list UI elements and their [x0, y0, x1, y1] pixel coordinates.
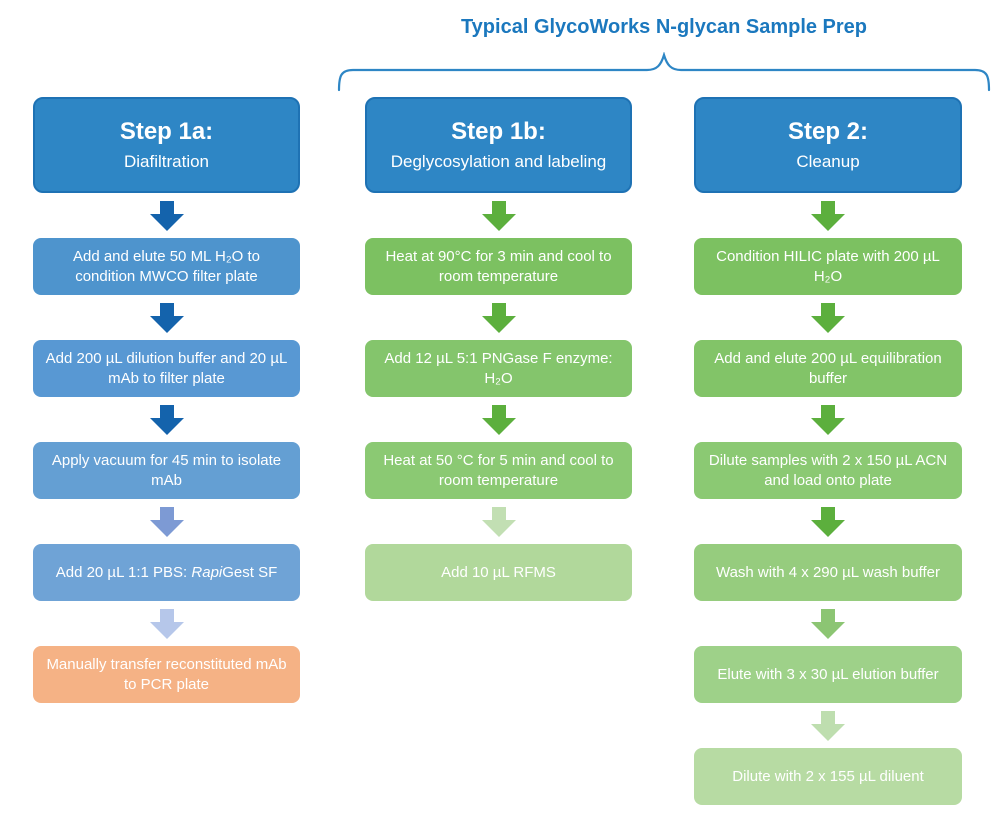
step-box-step-1b-2: Add 12 µL 5:1 PNGase F enzyme: H₂O — [365, 340, 632, 397]
step-header-title: Step 1b: — [451, 117, 546, 145]
step-box-step-2-5: Elute with 3 x 30 µL elution buffer — [694, 646, 962, 703]
arrow-slot — [694, 397, 962, 442]
arrow-slot — [365, 295, 632, 340]
arrow-slot — [365, 193, 632, 238]
down-arrow-icon — [481, 302, 516, 333]
arrow-slot — [365, 397, 632, 442]
step-box-step-1a-5: Manually transfer reconstituted mAb to P… — [33, 646, 300, 703]
arrow-slot — [694, 295, 962, 340]
step-box-step-2-6: Dilute with 2 x 155 µL diluent — [694, 748, 962, 805]
down-arrow-icon — [811, 608, 845, 639]
arrow-slot — [694, 499, 962, 544]
arrow-slot — [33, 499, 300, 544]
step-box-text: Heat at 90°C for 3 min and cool to room … — [385, 248, 612, 285]
down-arrow-icon — [481, 200, 516, 231]
step-header-title: Step 1a: — [119, 117, 214, 145]
step-box-step-2-3: Dilute samples with 2 x 150 µL ACN and l… — [694, 442, 962, 499]
step-header-subtitle: Cleanup — [796, 151, 860, 171]
step-box-step-1a-1: Add and elute 50 ML H₂O to condition MWC… — [33, 238, 300, 295]
down-arrow-icon — [149, 506, 184, 537]
step-header-subtitle: Diafiltration — [123, 151, 210, 171]
step-header-step-1a: Step 1a: Diafiltration — [33, 97, 300, 193]
step-box-step-1b-3: Heat at 50 °C for 5 min and cool to room… — [365, 442, 632, 499]
down-arrow-icon — [811, 302, 845, 333]
step-header-title: Step 2: — [787, 117, 868, 145]
step-box-text: Heat at 50 °C for 5 min and cool to room… — [383, 452, 614, 489]
step-box-step-2-1: Condition HILIC plate with 200 µL H₂O — [694, 238, 962, 295]
step-box-text: Add 200 µL dilution buffer and 20 µL mAb… — [45, 350, 288, 387]
arrow-slot — [694, 703, 962, 748]
step-text-segment-italic: Rapi — [191, 563, 223, 581]
step-box-text: Add 20 µL 1:1 PBS: RapiGest SF — [56, 563, 278, 583]
down-arrow-icon — [149, 200, 184, 231]
step-box-step-1a-3: Apply vacuum for 45 min to isolate mAb — [33, 442, 300, 499]
down-arrow-icon — [481, 506, 516, 537]
brace-container — [337, 51, 991, 92]
curly-brace-icon — [337, 51, 991, 92]
arrow-slot — [33, 193, 300, 238]
step-box-text: Apply vacuum for 45 min to isolate mAb — [51, 452, 282, 489]
arrow-slot — [694, 193, 962, 238]
step-box-text: Add and elute 50 ML H₂O to condition MWC… — [72, 248, 261, 285]
down-arrow-icon — [149, 302, 184, 333]
step-header-step-1b: Step 1b: Deglycosylation and labeling — [365, 97, 632, 193]
step-header-subtitle: Deglycosylation and labeling — [390, 151, 607, 171]
step-box-text: Condition HILIC plate with 200 µL H₂O — [716, 248, 940, 285]
step-box-step-1b-1: Heat at 90°C for 3 min and cool to room … — [365, 238, 632, 295]
down-arrow-icon — [149, 608, 184, 639]
arrow-slot — [33, 295, 300, 340]
down-arrow-icon — [811, 710, 845, 741]
step-box-text: Dilute samples with 2 x 150 µL ACN and l… — [708, 452, 948, 489]
step-box-text: Dilute with 2 x 155 µL diluent — [732, 767, 924, 785]
down-arrow-icon — [811, 200, 845, 231]
arrow-slot — [33, 601, 300, 646]
down-arrow-icon — [149, 404, 184, 435]
diagram-title: Typical GlycoWorks N-glycan Sample Prep — [460, 16, 868, 38]
step-box-text: Add 12 µL 5:1 PNGase F enzyme: H₂O — [384, 350, 613, 387]
step-box-text: Manually transfer reconstituted mAb to P… — [46, 656, 287, 693]
step-box-step-1a-4: Add 20 µL 1:1 PBS: RapiGest SF — [33, 544, 300, 601]
step-box-text: Add 10 µL RFMS — [441, 563, 556, 581]
arrow-slot — [33, 397, 300, 442]
arrow-slot — [694, 601, 962, 646]
step-text-segment: Gest SF — [222, 563, 278, 581]
step-box-text: Wash with 4 x 290 µL wash buffer — [715, 563, 941, 581]
step-box-step-2-2: Add and elute 200 µL equilibration buffe… — [694, 340, 962, 397]
down-arrow-icon — [811, 404, 845, 435]
step-box-step-2-4: Wash with 4 x 290 µL wash buffer — [694, 544, 962, 601]
step-box-step-1a-2: Add 200 µL dilution buffer and 20 µL mAb… — [33, 340, 300, 397]
down-arrow-icon — [811, 506, 845, 537]
down-arrow-icon — [481, 404, 516, 435]
arrow-slot — [365, 499, 632, 544]
step-header-step-2: Step 2: Cleanup — [694, 97, 962, 193]
step-box-step-1b-4: Add 10 µL RFMS — [365, 544, 632, 601]
step-box-text: Add and elute 200 µL equilibration buffe… — [714, 350, 942, 387]
step-box-text: Elute with 3 x 30 µL elution buffer — [717, 665, 939, 683]
step-text-segment: Add 20 µL 1:1 PBS: — [55, 563, 192, 581]
